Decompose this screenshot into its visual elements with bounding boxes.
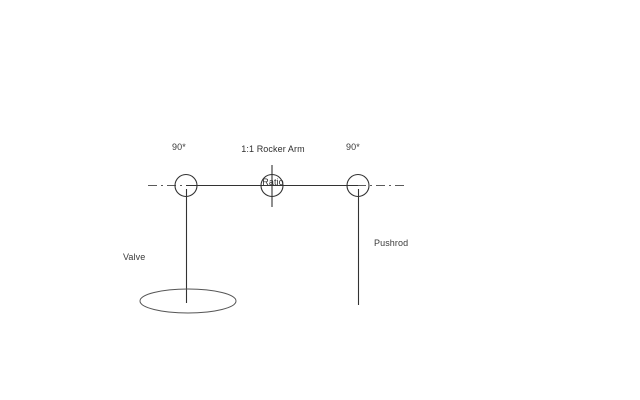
angle-label-left: 90* (172, 142, 186, 152)
rocker-arm-ratio-label-line1: 1:1 Rocker Arm (241, 144, 305, 154)
valve-head-ellipse (139, 288, 237, 314)
rocker-arm-ratio-label-line2: Ratio (262, 177, 284, 187)
valve-label: Valve (123, 252, 146, 262)
angle-label-right: 90* (346, 142, 360, 152)
rocker-arm-ratio-label: 1:1 Rocker Arm Ratio (227, 122, 319, 210)
pushrod-label: Pushrod (374, 238, 409, 248)
